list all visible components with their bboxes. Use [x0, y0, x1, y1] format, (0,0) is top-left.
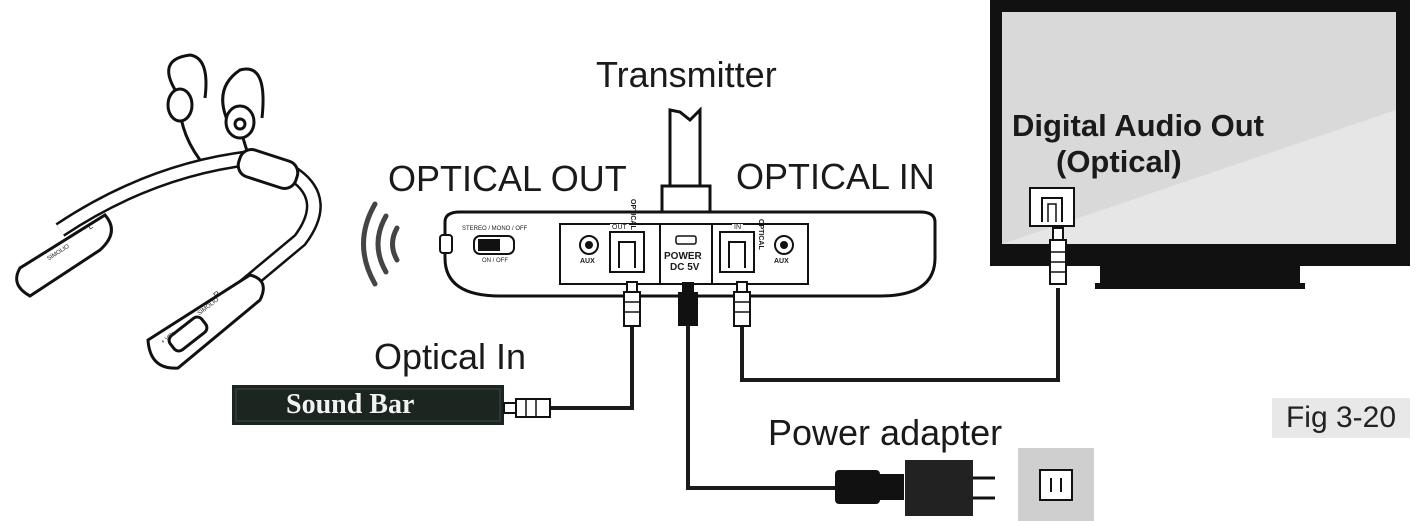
in-port-label: IN	[732, 224, 743, 231]
power-adapter-label: Power adapter	[768, 412, 1003, 453]
soundbar-optical-in-label: Optical In	[374, 336, 527, 377]
optical-out-port-icon	[609, 231, 645, 273]
mode-switch[interactable]	[473, 235, 515, 255]
sound-bar	[232, 385, 504, 425]
transmitter-device	[439, 106, 937, 298]
cables	[550, 288, 1060, 490]
power-adapter	[835, 460, 995, 516]
optical-out-plug	[623, 281, 641, 327]
figure-label: Fig 3-20	[1272, 398, 1410, 438]
optical-left-vertical-label: OPTICAL	[629, 199, 636, 230]
out-port-label: OUT	[610, 224, 629, 231]
sound-bar-label: Sound Bar	[286, 389, 415, 420]
digital-audio-out-label: Digital Audio Out	[1012, 108, 1264, 143]
power-spec-label: DC 5V	[670, 262, 700, 273]
optical-in-label: OPTICAL IN	[736, 156, 935, 197]
digital-audio-out-sublabel: (Optical)	[1056, 144, 1182, 179]
mode-switch-label: STEREO / MONO / OFF	[462, 226, 528, 232]
aux-right-label: AUX	[774, 258, 789, 265]
aux-left-label: AUX	[580, 258, 595, 265]
power-port-label: POWER	[664, 251, 702, 262]
neckband-headset	[15, 53, 322, 370]
optical-right-vertical-label: OPTICAL	[757, 219, 764, 250]
power-plug	[678, 282, 698, 326]
optical-in-port-icon	[719, 231, 755, 273]
transmitter-label: Transmitter	[596, 54, 777, 95]
wall-outlet-icon	[1018, 448, 1094, 521]
sound-bar-optical-plug	[503, 398, 551, 418]
on-off-label: ON / OFF	[482, 258, 508, 264]
wireless-signal-icon	[361, 201, 400, 287]
tv-optical-plug	[1049, 227, 1067, 285]
tv	[990, 0, 1410, 289]
optical-out-label: OPTICAL OUT	[388, 158, 627, 199]
optical-in-plug	[733, 281, 751, 327]
tv-optical-port-icon	[1029, 187, 1075, 227]
